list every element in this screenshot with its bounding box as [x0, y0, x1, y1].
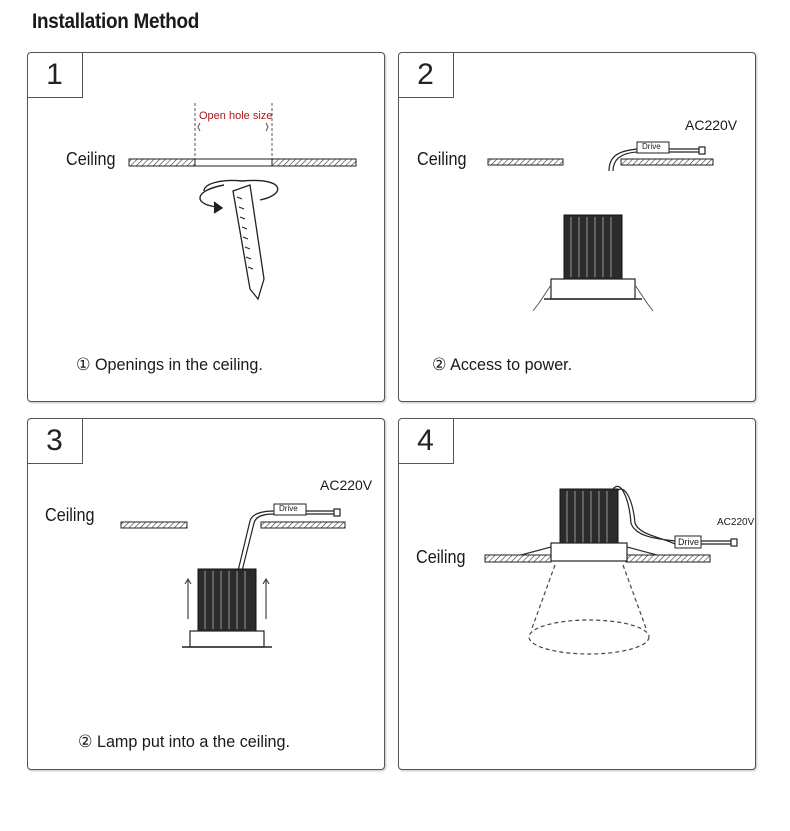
step-caption: ② Lamp put into a the ceiling.	[78, 732, 290, 751]
driver-box-icon	[674, 535, 702, 549]
ceiling-label: Ceiling	[416, 547, 466, 567]
driver-label: Drive	[642, 142, 661, 151]
voltage-label: AC220V	[685, 117, 738, 133]
voltage-label: AC220V	[320, 477, 373, 493]
page-title: Installation Method	[32, 10, 200, 33]
power-cable	[612, 486, 738, 547]
installed-lamp-illustration	[484, 486, 738, 655]
step-4-panel: 4	[398, 418, 756, 770]
step-2-panel: 2	[398, 52, 756, 402]
hole-size-marker	[194, 103, 273, 159]
downlight-lamp-icon	[182, 568, 272, 648]
step-caption: ① Openings in the ceiling.	[76, 355, 263, 374]
ceiling-label: Ceiling	[417, 149, 467, 169]
step-number: 2	[398, 52, 454, 98]
driver-box-icon	[636, 141, 670, 154]
ceiling-label: Ceiling	[45, 505, 95, 525]
ceiling-label: Ceiling	[66, 149, 116, 169]
step-number: 1	[27, 52, 83, 98]
driver-label: Drive	[279, 504, 298, 513]
ceiling-cutting-illustration	[128, 103, 357, 301]
step-3-panel: 3	[27, 418, 385, 770]
power-access-illustration	[487, 141, 714, 312]
power-cable	[237, 508, 341, 572]
light-beam	[528, 564, 650, 655]
ceiling-board	[120, 521, 346, 529]
ceiling-board	[128, 158, 357, 167]
step-number: 3	[27, 418, 83, 464]
driver-box-icon	[273, 503, 307, 516]
hole-size-label: Open hole size	[199, 110, 273, 122]
ceiling-board	[487, 158, 714, 166]
driver-label: Drive	[678, 537, 700, 547]
rotation-arrow-icon	[199, 179, 279, 214]
downlight-lamp-icon	[520, 488, 658, 562]
step-number: 4	[398, 418, 454, 464]
power-cable	[608, 146, 706, 172]
step-1-panel: 1 Open hole size Ceiling	[27, 52, 385, 402]
saw-icon	[232, 184, 265, 301]
lamp-insertion-illustration	[120, 503, 346, 648]
voltage-label: AC220V	[717, 517, 755, 528]
downlight-lamp-icon	[532, 214, 654, 312]
step-caption: ② Access to power.	[432, 355, 573, 374]
